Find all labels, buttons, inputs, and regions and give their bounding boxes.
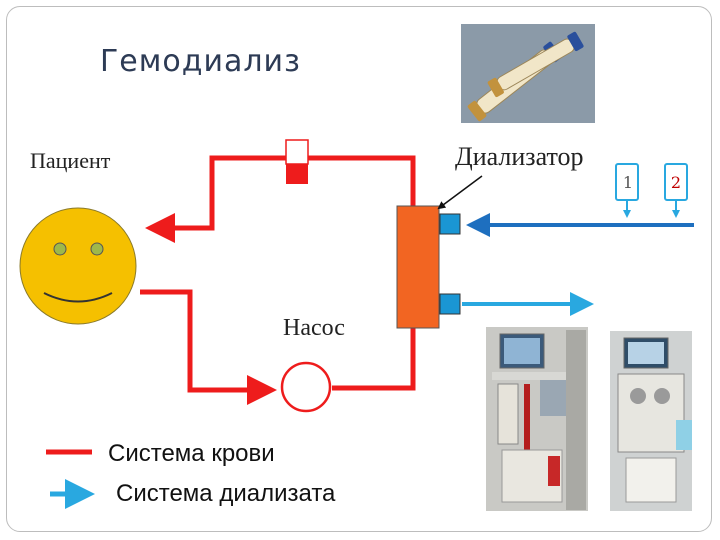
slide-frame — [6, 6, 712, 532]
smiley-face-icon — [19, 207, 137, 325]
page-title: Гемодиализ — [100, 44, 301, 79]
blood-return-line — [145, 155, 416, 312]
dialyzer-pointer-arrow — [437, 175, 483, 210]
sensor-2-label: 2 — [670, 173, 682, 192]
pump-label: Насос — [283, 315, 345, 341]
dialyzer-label: Диализатор — [455, 142, 584, 171]
legend-dialysate-system: Система диализата — [116, 480, 336, 507]
sensor-1-label: 1 — [622, 173, 634, 192]
patient-label: Пациент — [30, 148, 111, 173]
dialysis-machine-photo-icon — [610, 331, 692, 511]
dialyzer-icon — [396, 205, 440, 329]
dialysate-inlet-port — [439, 213, 461, 235]
sensor-2-icon — [664, 163, 688, 218]
blood-to-dialyzer-line — [332, 318, 416, 391]
pump-icon — [280, 361, 332, 413]
air-trap-icon — [285, 139, 309, 184]
sensor-1-icon — [615, 163, 639, 218]
dialyzer-photo-icon — [461, 24, 595, 123]
legend-blood-system: Система крови — [108, 440, 275, 467]
blood-arterial-line — [140, 289, 277, 405]
dialysate-outlet-port — [439, 293, 461, 315]
dialysis-machine-photo-icon — [486, 327, 588, 511]
